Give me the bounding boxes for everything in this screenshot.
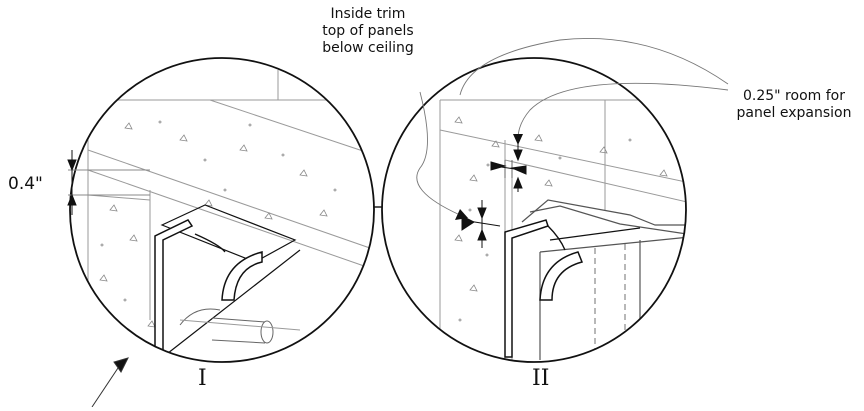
dimension-label: 0.4" bbox=[8, 174, 43, 194]
detail-two-label: II bbox=[532, 366, 550, 391]
fastener-one bbox=[179, 308, 301, 344]
ceiling-block-one bbox=[87, 70, 374, 330]
detail-one-contents bbox=[87, 70, 374, 358]
inside-trim-label: Inside trim top of panels below ceiling bbox=[322, 6, 414, 56]
detail-one-circle bbox=[69, 57, 375, 363]
expansion-dimension bbox=[490, 140, 527, 192]
trim-gap-dimension bbox=[461, 200, 501, 248]
detail-two-contents bbox=[439, 99, 686, 360]
detail-two-group bbox=[381, 57, 687, 363]
inside-trim-one bbox=[154, 204, 301, 358]
leader-arrow-one bbox=[91, 357, 129, 408]
concrete-texture-one bbox=[99, 120, 337, 328]
expansion-label: 0.25" room for panel expansion bbox=[736, 88, 852, 121]
callout-leaders bbox=[416, 37, 729, 216]
leader-inside-trim bbox=[416, 91, 461, 216]
inside-trim-arrowhead bbox=[455, 209, 468, 220]
wall-panel-two bbox=[521, 199, 686, 360]
detail-one-label: I bbox=[198, 366, 207, 391]
expansion-arrowhead bbox=[513, 134, 523, 145]
dimension-one bbox=[67, 150, 150, 215]
detail-one-group bbox=[67, 57, 375, 408]
leader-expansion-upper bbox=[459, 37, 729, 96]
inside-trim-two bbox=[504, 219, 641, 358]
leader-expansion-lower bbox=[517, 82, 729, 143]
concrete-texture-two bbox=[454, 116, 668, 322]
detail-two-circle bbox=[381, 57, 687, 363]
